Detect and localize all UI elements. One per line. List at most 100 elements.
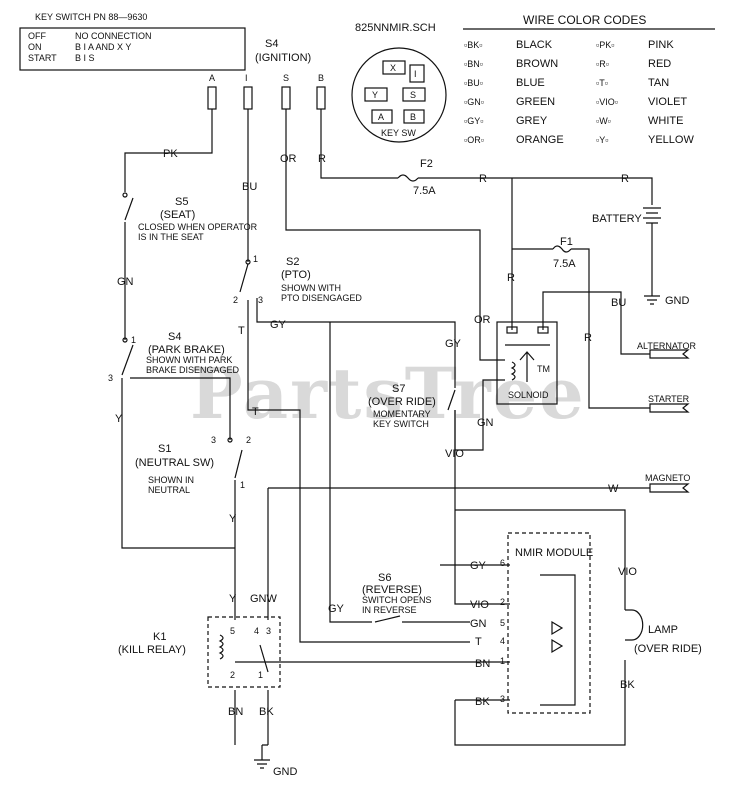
connectors: ALTERNATOR STARTER MAGNETO BATTERY GND G… <box>273 213 697 778</box>
legend-name-tan: TAN <box>648 77 669 89</box>
ks-desc-off: NO CONNECTION <box>75 31 152 41</box>
label-bk-lamp: BK <box>620 679 635 691</box>
key-sw-b-label: B <box>410 112 416 122</box>
s1-name: S1 <box>158 443 171 455</box>
wire-color-legend: WIRE COLOR CODES ▫BK▫BLACK▫PK▫PINK▫BN▫BR… <box>463 13 715 146</box>
key-sw-circle <box>351 47 447 143</box>
label-y-relay: Y <box>229 593 237 605</box>
nmir-pin2: 2 <box>500 597 505 607</box>
fuse-f2 <box>397 174 419 182</box>
term-b <box>316 86 326 110</box>
key-sw-i-label: I <box>414 69 417 79</box>
legend-title: WIRE COLOR CODES <box>523 13 646 27</box>
legend-name-green: GREEN <box>516 96 555 108</box>
s1-blade <box>234 449 243 479</box>
legend-name-white: WHITE <box>648 115 683 127</box>
s4b-contact <box>122 337 128 343</box>
s1-pin3: 3 <box>211 435 216 445</box>
s4b-pin3: 3 <box>108 373 113 383</box>
label-bu-alt: BU <box>611 297 626 309</box>
legend-code-t: ▫T▫ <box>596 78 608 88</box>
lamp-label: LAMP <box>648 624 678 636</box>
label-bk-nmir: BK <box>475 696 490 708</box>
label-t-mid: T <box>252 406 259 418</box>
nmir-box <box>507 532 591 714</box>
legend-name-brown: BROWN <box>516 58 558 70</box>
wire-park-to-s1 <box>130 377 231 440</box>
label-gy-nmir: GY <box>470 560 487 572</box>
legend-name-orange: ORANGE <box>516 134 564 146</box>
key-switch-box: KEY SWITCH PN 88—9630 OFF NO CONNECTION … <box>19 12 246 71</box>
s7-label: (OVER RIDE) <box>368 396 436 408</box>
label-y-left: Y <box>115 413 123 425</box>
legend-code-r: ▫R▫ <box>596 59 609 69</box>
label-bu: BU <box>242 181 257 193</box>
relay-pin4: 4 <box>254 626 259 636</box>
label-gy-pto: GY <box>270 319 287 331</box>
solenoid-box <box>496 321 558 405</box>
wire-r-starter <box>571 248 650 409</box>
nmir-internal <box>540 574 576 706</box>
ks-pos-off: OFF <box>28 31 46 41</box>
s2-pin2: 2 <box>233 295 238 305</box>
s2-note1: SHOWN WITH <box>281 283 341 293</box>
kill-relay-coil <box>218 634 224 660</box>
s6-note1: SWITCH OPENS <box>362 595 432 605</box>
starter-label: STARTER <box>648 394 690 404</box>
legend-code-pk: ▫PK▫ <box>596 40 614 50</box>
term-i-label: I <box>245 73 248 83</box>
label-vio-lamp: VIO <box>618 566 637 578</box>
kill-relay-box <box>207 616 281 688</box>
s4b-note2: BRAKE DISENGAGED <box>146 365 240 375</box>
wire-vio <box>454 410 510 605</box>
nmir-pin1: 1 <box>500 656 505 666</box>
schematic-name: 825NNMIR.SCH <box>355 22 436 34</box>
component-labels: S5 (SEAT) CLOSED WHEN OPERATOR IS IN THE… <box>118 196 436 656</box>
partstree-watermark: PartsTree <box>190 352 586 435</box>
solenoid-contact <box>505 344 550 382</box>
relay-pin3: 3 <box>266 626 271 636</box>
wire-gy-pto <box>256 298 456 388</box>
wire-y-left <box>121 378 235 549</box>
label-or-sol: OR <box>474 314 491 326</box>
label-t-top: T <box>238 325 245 337</box>
ignition-switch: S4 (IGNITION) A I S B <box>207 38 326 110</box>
term-a-label: A <box>209 73 215 83</box>
fuse-f2-name: F2 <box>420 158 433 170</box>
key-sw-a-label: A <box>378 112 384 122</box>
alternator-connector <box>649 349 690 359</box>
legend-name-black: BLACK <box>516 39 553 51</box>
nmir-diodes <box>551 620 564 654</box>
label-r-right: R <box>621 173 629 185</box>
main-gnd-label: GND <box>273 766 298 778</box>
legend-name-red: RED <box>648 58 671 70</box>
relay-pin2: 2 <box>230 670 235 680</box>
wire-r-2 <box>418 177 653 205</box>
wire-bk-lamp <box>454 660 626 746</box>
label-gn-s7: GN <box>477 417 494 429</box>
s5-note1: CLOSED WHEN OPERATOR <box>138 222 258 232</box>
fuse-f2-rating: 7.5A <box>413 185 436 197</box>
s6-blade <box>374 615 401 623</box>
term-i <box>243 86 253 110</box>
s7-name: S7 <box>392 383 405 395</box>
s2-pin3: 3 <box>258 295 263 305</box>
lamp-symbol <box>625 609 644 641</box>
relay-pin1: 1 <box>258 670 263 680</box>
fuse-f1 <box>552 245 572 253</box>
ignition-name: S4 <box>265 38 278 50</box>
key-sw-y-label: Y <box>372 90 378 100</box>
fuse-f1-rating: 7.5A <box>553 258 576 270</box>
s4b-name: S4 <box>168 331 181 343</box>
legend-code-w: ▫W▫ <box>596 116 611 126</box>
label-bn-nmir: BN <box>475 658 490 670</box>
label-vio-s7: VIO <box>445 448 464 460</box>
label-r-top: R <box>318 153 326 165</box>
kill-relay-contact <box>259 644 269 673</box>
s4b-label: (PARK BRAKE) <box>148 344 225 356</box>
wire-r-1 <box>320 109 398 179</box>
key-sw-caption: KEY SW <box>381 128 416 138</box>
legend-name-grey: GREY <box>516 115 548 127</box>
key-sw-s-label: S <box>410 90 416 100</box>
